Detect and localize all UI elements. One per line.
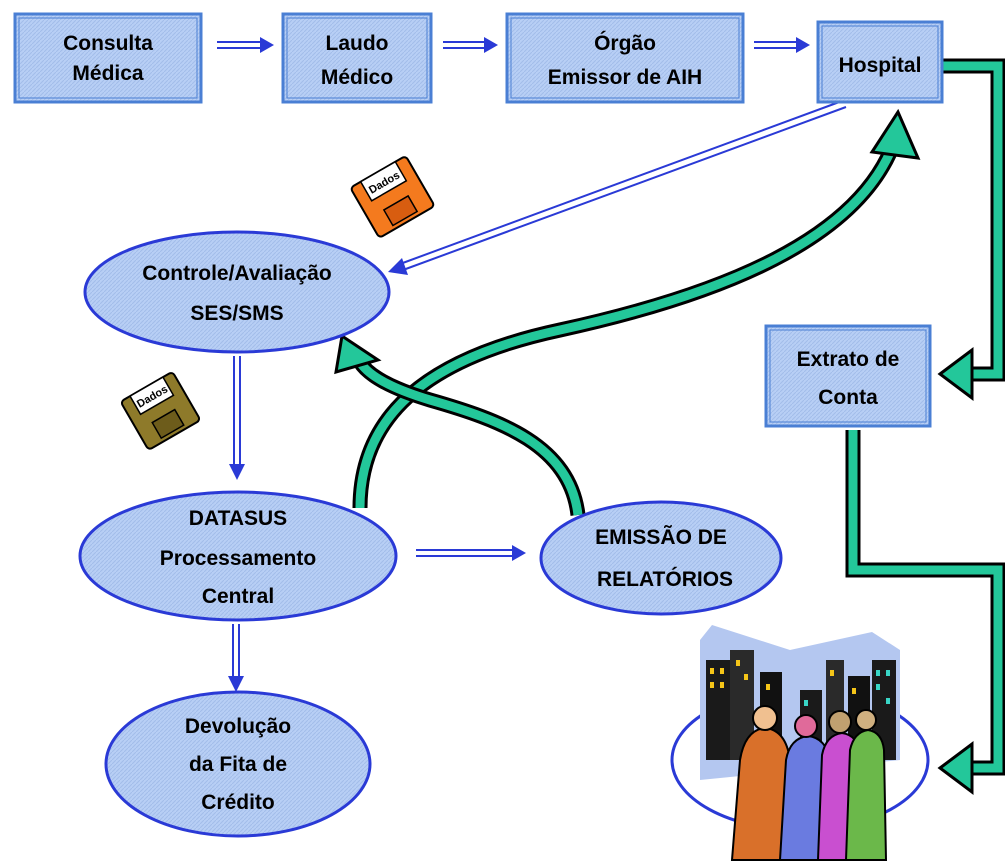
arrow-hospital-to-controle <box>388 100 847 275</box>
controle-line1: Controle/Avaliação <box>142 262 331 285</box>
floppy-disk-icon: Dados <box>350 156 435 238</box>
node-controle-avaliacao: Controle/Avaliação SES/SMS <box>83 230 391 354</box>
node-consulta-medica: Consulta Médica <box>13 12 203 104</box>
arrow-consulta-to-laudo <box>217 37 274 53</box>
arrow-controle-to-datasus <box>229 356 245 480</box>
arrow-datasus-to-devolucao <box>228 624 244 692</box>
controle-line2: SES/SMS <box>190 302 283 325</box>
devolucao-line1: Devolução <box>185 715 291 738</box>
devolucao-line2: da Fita de <box>189 753 287 776</box>
floppy-disk-icon: Dados <box>120 372 201 450</box>
orgao-line2: Emissor de AIH <box>548 66 702 89</box>
node-devolucao: Devolução da Fita de Crédito <box>104 690 372 838</box>
datasus-line3: Central <box>202 585 274 608</box>
green-arrow-extrato-to-people <box>845 430 1005 795</box>
green-arrow-datasus-to-hospital <box>352 108 921 509</box>
laudo-line1: Laudo <box>326 32 389 55</box>
laudo-line2: Médico <box>321 66 393 89</box>
consulta-line1: Consulta <box>63 32 153 55</box>
node-hospital: Hospital <box>816 20 944 104</box>
people-city-clipart <box>670 625 930 861</box>
green-arrow-hospital-to-extrato <box>937 58 1005 401</box>
datasus-line1: DATASUS <box>189 507 287 530</box>
extrato-line2: Conta <box>818 386 878 409</box>
arrow-laudo-to-orgao <box>443 37 498 53</box>
datasus-line2: Processamento <box>160 547 316 570</box>
node-extrato-de-conta: Extrato de Conta <box>764 324 932 428</box>
extrato-line1: Extrato de <box>797 348 900 371</box>
node-emissao-relatorios: EMISSÃO DE RELATÓRIOS <box>539 500 783 616</box>
node-datasus: DATASUS Processamento Central <box>78 490 398 622</box>
node-orgao-emissor: Órgão Emissor de AIH <box>505 12 745 104</box>
orgao-line1: Órgão <box>594 31 656 55</box>
hospital-label: Hospital <box>839 54 922 77</box>
arrow-orgao-to-hospital <box>754 37 810 53</box>
node-laudo-medico: Laudo Médico <box>281 12 433 104</box>
emissao-line1: EMISSÃO DE <box>595 526 727 549</box>
arrow-datasus-to-emissao <box>416 545 526 561</box>
consulta-line2: Médica <box>72 62 144 85</box>
emissao-line2: RELATÓRIOS <box>597 567 733 591</box>
devolucao-line3: Crédito <box>201 791 275 814</box>
green-arrow-emissao-to-controle <box>334 333 586 517</box>
